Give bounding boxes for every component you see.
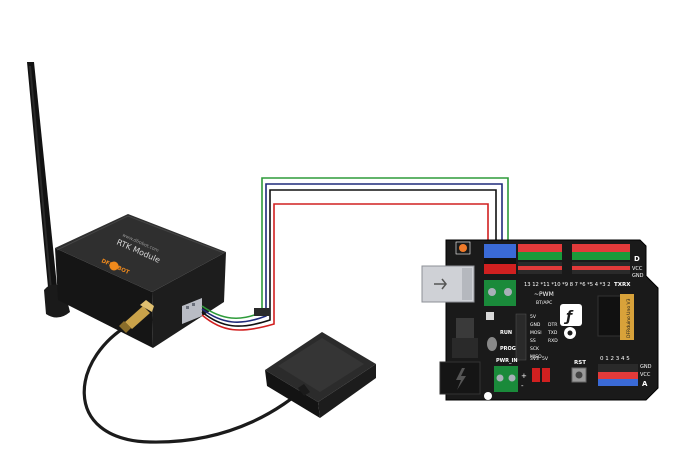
analog-pin-labels: 0 1 2 3 4 5: [600, 356, 630, 362]
usb-icon: [434, 278, 447, 290]
svg-text:DTR: DTR: [548, 322, 557, 328]
sma-connector: [119, 300, 154, 333]
digital-header-letter: D: [634, 255, 640, 263]
svg-text:MOSI: MOSI: [530, 330, 542, 336]
dfrobot-logo-icon: [109, 261, 119, 271]
rtk-module: www.dfrobot.com RTK Module DFROBOT: [55, 214, 226, 348]
power-led-icon: [459, 244, 467, 252]
pwm-label: ~PWM: [534, 291, 554, 298]
vcc-label-bottom: VCC: [640, 372, 651, 378]
volt-3v3-label: 3V3: [530, 356, 539, 362]
wire-red: [201, 203, 489, 331]
pwr-in-label: PWR_IN: [496, 358, 518, 364]
board-model-text: DFRduino Uno V3: [626, 298, 632, 338]
wire-bundle: [201, 177, 509, 331]
analog-header-letter: A: [642, 380, 648, 388]
txrx-label: TXRX: [614, 282, 631, 288]
svg-text:MISO: MISO: [530, 354, 542, 360]
wire-blue: [201, 183, 503, 323]
vcc-label-top: VCC: [632, 266, 643, 272]
wire-green: [201, 177, 509, 320]
svg-text:5V: 5V: [530, 314, 537, 320]
volt-5v-label: 5V: [542, 356, 549, 362]
run-label: RUN: [500, 330, 512, 336]
power-jack: [439, 361, 481, 395]
icsp-label-block: 5V GND MOSI SS SCK MISO DTR TXD RXD: [530, 314, 558, 360]
pwr-minus-label: -: [521, 382, 524, 390]
prog-switch: [487, 337, 497, 351]
gps-antenna-cable: [82, 320, 306, 444]
svg-text:GND: GND: [530, 322, 541, 328]
gps-antenna: [265, 332, 376, 418]
gnd-label-top: GND: [632, 273, 644, 279]
wire-black: [201, 189, 497, 327]
bt-apc-label: BT/APC: [536, 300, 552, 306]
board-model-strip: [620, 294, 634, 340]
prog-label: PROG: [500, 346, 516, 352]
svg-text:SS: SS: [530, 338, 536, 344]
usb-port: [421, 265, 475, 303]
gnd-label-bottom: GND: [640, 364, 652, 370]
rst-label: RST: [574, 360, 586, 366]
dfrobot-board-logo: ƒ: [560, 304, 582, 339]
pwr-plus-label: +: [521, 372, 527, 380]
mounting-hole: [484, 392, 492, 400]
svg-text:ƒ: ƒ: [563, 309, 574, 325]
svg-text:TXD: TXD: [547, 330, 558, 336]
svg-text:RXD: RXD: [548, 338, 558, 344]
svg-text:SCK: SCK: [530, 346, 540, 352]
wire-connector: [254, 308, 270, 316]
arduino-board: D VCC GND 13 12 *11 *10 *9 8 7 *6 *5 4 *…: [421, 239, 659, 401]
lightning-icon: [456, 368, 466, 390]
digital-pin-labels: 13 12 *11 *10 *9 8 7 *6 *5 4 *3 2: [524, 282, 611, 288]
